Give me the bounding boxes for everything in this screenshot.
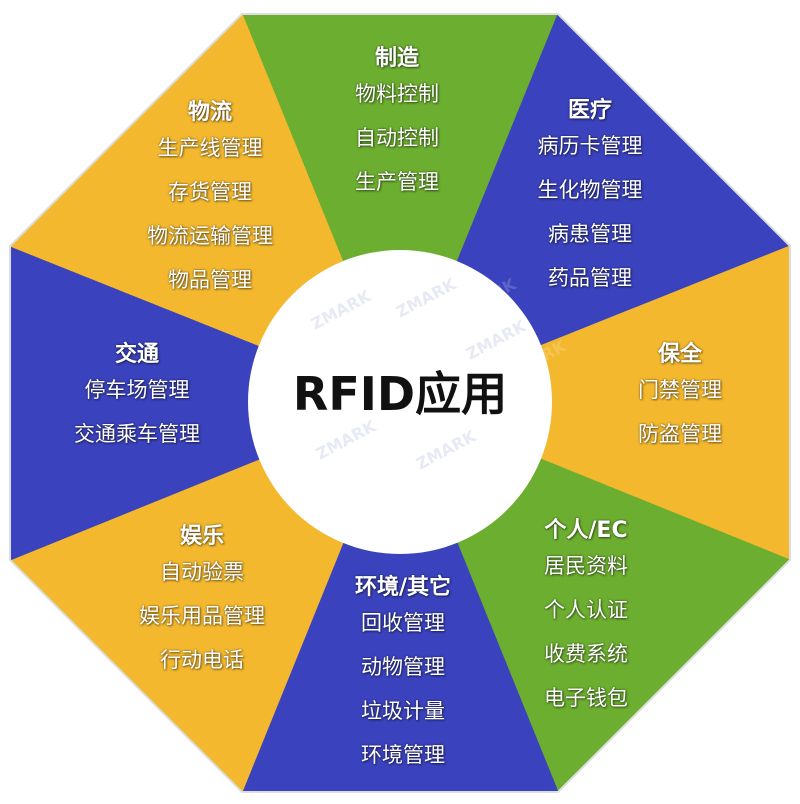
- sector-item: 收费系统: [544, 642, 628, 666]
- sector-item: 回收管理: [361, 611, 445, 635]
- center-circle: [248, 250, 552, 554]
- sector-item: 物料控制: [355, 82, 439, 106]
- sector-item: 环境管理: [361, 743, 445, 767]
- sector-item: 防盗管理: [638, 422, 722, 446]
- sector-item: 存货管理: [168, 180, 252, 204]
- sector-item: 自动验票: [160, 560, 244, 584]
- sector-manufacturing: 制造 物料控制 自动控制 生产管理: [297, 44, 497, 214]
- sector-logistics: 物流 生产线管理 存货管理 物流运输管理 物品管理: [110, 98, 310, 312]
- sector-item: 病患管理: [548, 222, 632, 246]
- sector-item: 生化物管理: [537, 178, 643, 202]
- sector-item: 药品管理: [548, 266, 632, 290]
- sector-medical: 医疗 病历卡管理 生化物管理 病患管理 药品管理: [490, 96, 690, 310]
- sector-title: 保全: [657, 342, 702, 367]
- sector-title: 物流: [187, 100, 232, 125]
- sector-item: 个人认证: [544, 598, 628, 622]
- sector-item: 垃圾计量: [361, 699, 445, 723]
- sector-title: 制造: [374, 46, 419, 71]
- sector-item: 行动电话: [160, 648, 244, 672]
- octagon-outline: [9, 13, 791, 793]
- sector-item: 物流运输管理: [147, 224, 273, 248]
- sector-entertainment: 娱乐 自动验票 娱乐用品管理 行动电话: [102, 522, 302, 692]
- sector-item: 病历卡管理: [537, 134, 643, 158]
- sector-item: 自动控制: [355, 126, 439, 150]
- center-title: RFID应用: [292, 367, 508, 421]
- sector-personal-ec: 个人/EC 居民资料 个人认证 收费系统 电子钱包: [486, 516, 686, 730]
- sector-title: 交通: [114, 342, 159, 367]
- sector-item: 动物管理: [361, 655, 445, 679]
- sector-item: 停车场管理: [84, 378, 190, 402]
- sector-title: 环境/其它: [354, 575, 452, 600]
- sector-title: 个人/EC: [544, 518, 628, 543]
- sector-security: 保全 门禁管理 防盗管理: [580, 340, 780, 466]
- sector-item: 门禁管理: [638, 378, 722, 402]
- sector-title: 医疗: [567, 98, 612, 123]
- sector-environment-other: 环境/其它 回收管理 动物管理 垃圾计量 环境管理: [303, 573, 503, 787]
- sector-item: 居民资料: [544, 554, 628, 578]
- sector-item: 娱乐用品管理: [139, 604, 265, 628]
- sector-item: 生产管理: [355, 170, 439, 194]
- sector-transportation: 交通 停车场管理 交通乘车管理: [37, 340, 237, 466]
- sector-item: 生产线管理: [157, 136, 263, 160]
- sector-title: 娱乐: [179, 524, 224, 549]
- sector-item: 物品管理: [168, 268, 252, 292]
- sector-item: 电子钱包: [544, 686, 628, 710]
- sector-item: 交通乘车管理: [74, 422, 200, 446]
